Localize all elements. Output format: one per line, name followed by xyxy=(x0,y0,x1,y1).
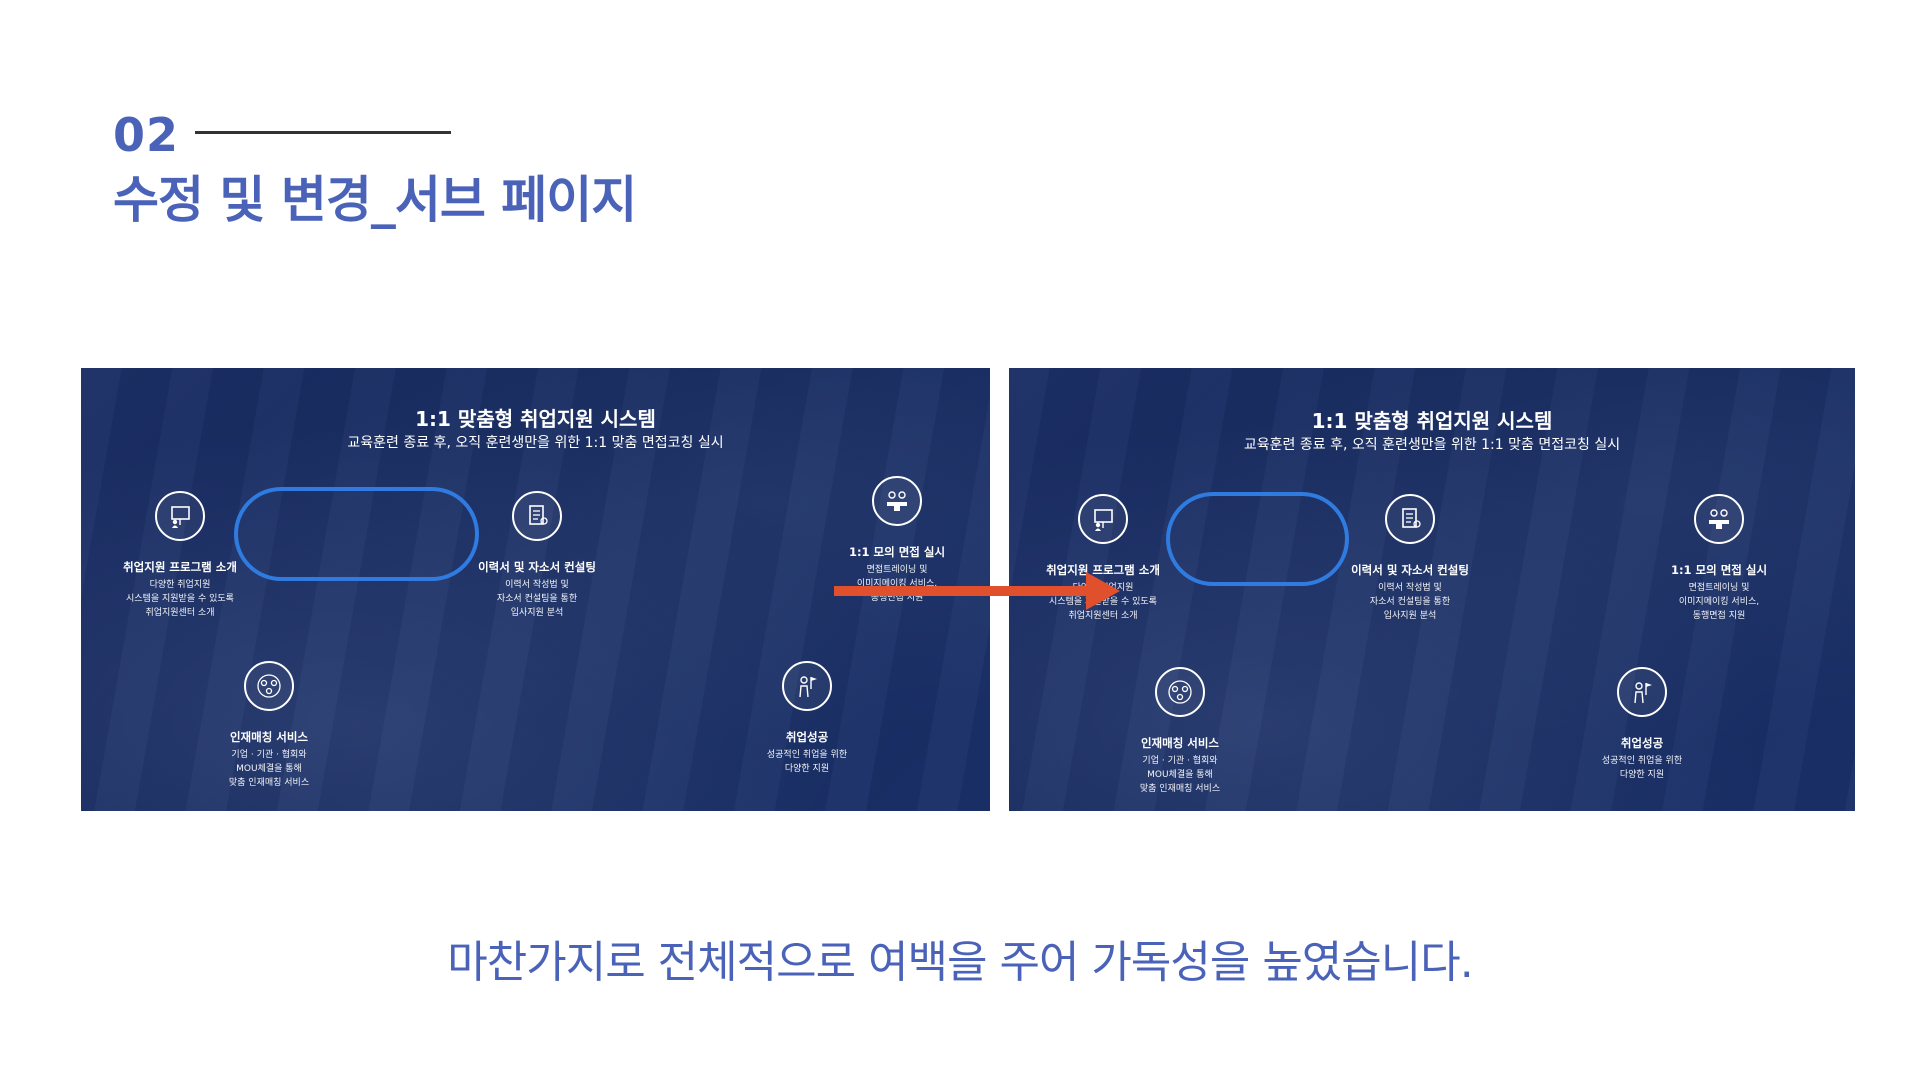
item-desc-line: 입사지원 분석 xyxy=(510,608,564,618)
item-title: 취업성공 xyxy=(785,730,829,744)
item-resume-consulting: 이력서 및 자소서 컨설팅 이력서 작성법 및 자소서 컨설팅을 통한 입사지원… xyxy=(1310,494,1510,623)
heading-number: 02 xyxy=(113,108,180,162)
item-desc-line: 맞춤 인재매칭 서비스 xyxy=(228,778,310,788)
item-mock-interview: 1:1 모의 면접 실시 면접트레이닝 및 이미지메이킹 서비스, 동행면접 지… xyxy=(797,476,990,605)
item-title: 1:1 모의 면접 실시 xyxy=(848,545,946,559)
arrow-right-icon xyxy=(1086,572,1120,610)
item-desc-line: 맞춤 인재매칭 서비스 xyxy=(1139,784,1221,794)
network-icon xyxy=(1155,667,1205,717)
item-title: 1:1 모의 면접 실시 xyxy=(1670,563,1768,577)
heading-divider xyxy=(195,131,451,134)
item-desc-line: 자소서 컨설팅을 통한 xyxy=(496,594,578,604)
item-desc-line: 다양한 지원 xyxy=(784,764,830,774)
item-title: 취업성공 xyxy=(1620,736,1664,750)
item-desc-line: 이력서 작성법 및 xyxy=(1378,583,1442,593)
item-program-intro: 취업지원 프로그램 소개 다양한 취업지원 시스템을 지원받을 수 있도록 취업… xyxy=(81,491,280,620)
item-title: 인재매칭 서비스 xyxy=(1140,736,1220,750)
item-employment-success: 취업성공 성공적인 취업을 위한 다양한 지원 xyxy=(1542,667,1742,782)
item-desc-line: 기업 · 기관 · 협회와 xyxy=(231,750,307,760)
item-desc-line: 성공적인 취업을 위한 xyxy=(1601,756,1683,766)
panel-title: 1:1 맞춤형 취업지원 시스템 xyxy=(1311,409,1553,433)
item-desc-line: 이미지메이킹 서비스, xyxy=(856,579,938,589)
item-desc-line: 취업지원센터 소개 xyxy=(1068,611,1138,621)
panel-title: 1:1 맞춤형 취업지원 시스템 xyxy=(415,407,656,431)
item-desc-line: MOU체결을 통해 xyxy=(1147,770,1213,780)
presentation-icon xyxy=(155,491,205,541)
highlight-outline xyxy=(234,487,479,581)
item-desc-line: 동행면접 지원 xyxy=(870,593,924,603)
after-screenshot: 1:1 맞춤형 취업지원 시스템 교육훈련 종료 후, 오직 훈련생만을 위한 … xyxy=(1009,368,1855,811)
item-employment-success: 취업성공 성공적인 취업을 위한 다양한 지원 xyxy=(707,661,907,776)
success-flag-icon xyxy=(782,661,832,711)
item-desc-line: 취업지원센터 소개 xyxy=(145,608,215,618)
item-title: 이력서 및 자소서 컨설팅 xyxy=(1351,563,1469,577)
presentation-icon xyxy=(1078,494,1128,544)
caption: 마찬가지로 전체적으로 여백을 주어 가독성을 높였습니다. xyxy=(447,937,1473,988)
item-mock-interview: 1:1 모의 면접 실시 면접트레이닝 및 이미지메이킹 서비스, 동행면접 지… xyxy=(1619,494,1819,623)
meeting-icon xyxy=(1694,494,1744,544)
network-icon xyxy=(244,661,294,711)
meeting-icon xyxy=(872,476,922,526)
item-desc-line: 기업 · 기관 · 협회와 xyxy=(1142,756,1218,766)
item-desc-line: 자소서 컨설팅을 통한 xyxy=(1369,597,1451,607)
item-desc-line: 이미지메이킹 서비스, xyxy=(1678,597,1760,607)
item-desc-line: 다양한 취업지원 xyxy=(149,580,211,590)
panel-subtitle: 교육훈련 종료 후, 오직 훈련생만을 위한 1:1 맞춤 면접코칭 실시 xyxy=(1243,437,1621,453)
item-desc-line: 성공적인 취업을 위한 xyxy=(766,750,848,760)
item-desc-line: 다양한 지원 xyxy=(1619,770,1665,780)
highlight-outline xyxy=(1166,492,1349,586)
item-title: 취업지원 프로그램 소개 xyxy=(1046,563,1160,577)
item-title: 인재매칭 서비스 xyxy=(229,730,309,744)
item-desc-line: 입사지원 분석 xyxy=(1383,611,1437,621)
item-resume-consulting: 이력서 및 자소서 컨설팅 이력서 작성법 및 자소서 컨설팅을 통한 입사지원… xyxy=(437,491,637,620)
item-talent-matching: 인재매칭 서비스 기업 · 기관 · 협회와 MOU체결을 통해 맞춤 인재매칭… xyxy=(169,661,369,790)
success-flag-icon xyxy=(1617,667,1667,717)
item-desc-line: 면접트레이닝 및 xyxy=(1688,583,1750,593)
item-desc-line: 이력서 작성법 및 xyxy=(505,580,569,590)
item-title: 이력서 및 자소서 컨설팅 xyxy=(478,560,596,574)
item-desc-line: 면접트레이닝 및 xyxy=(866,565,928,575)
item-desc-line: MOU체결을 통해 xyxy=(236,764,302,774)
item-title: 취업지원 프로그램 소개 xyxy=(123,560,237,574)
panel-subtitle: 교육훈련 종료 후, 오직 훈련생만을 위한 1:1 맞춤 면접코칭 실시 xyxy=(347,435,724,451)
document-icon xyxy=(1385,494,1435,544)
item-desc-line: 동행면접 지원 xyxy=(1692,611,1746,621)
arrow-shaft xyxy=(834,586,1092,596)
item-desc-line: 시스템을 지원받을 수 있도록 xyxy=(126,594,234,604)
item-talent-matching: 인재매칭 서비스 기업 · 기관 · 협회와 MOU체결을 통해 맞춤 인재매칭… xyxy=(1080,667,1280,796)
heading-title: 수정 및 변경_서브 페이지 xyxy=(113,171,637,229)
document-icon xyxy=(512,491,562,541)
